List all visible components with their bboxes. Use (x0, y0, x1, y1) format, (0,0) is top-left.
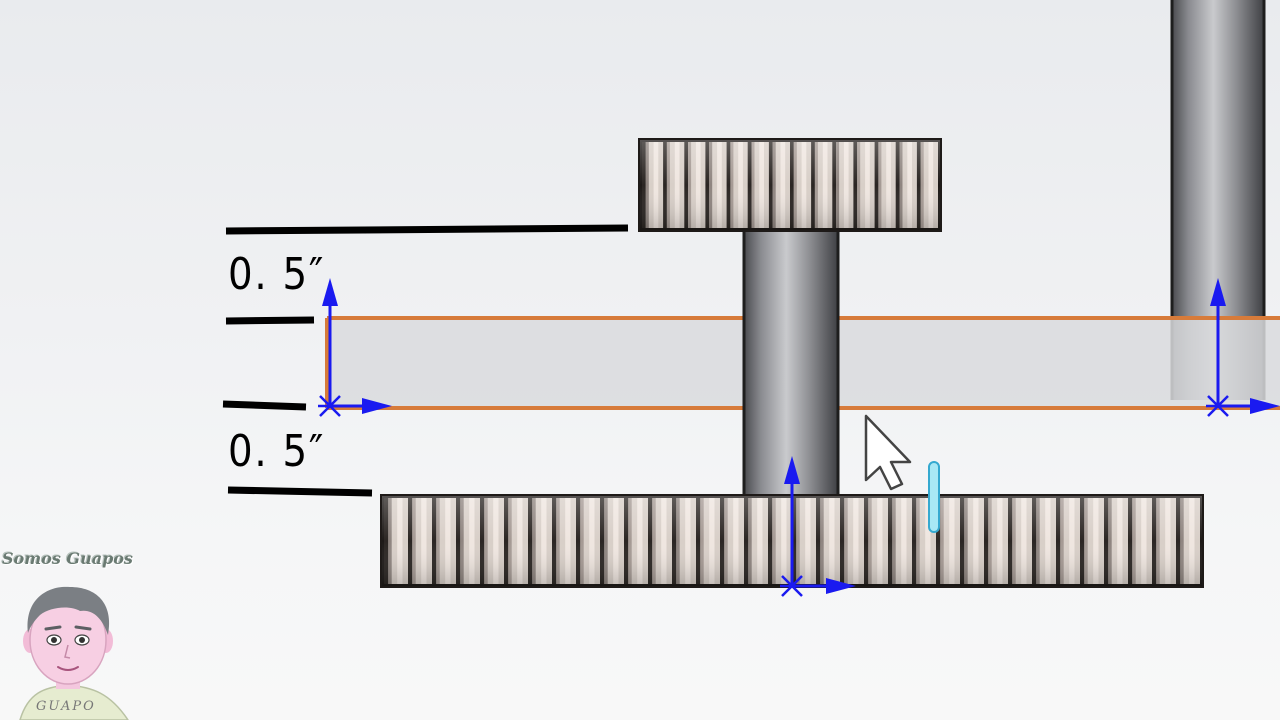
arrow-cursor-icon (864, 414, 912, 491)
dimension-bottom-label[interactable]: 0. 5″ (228, 426, 326, 477)
dimension-top-label[interactable]: 0. 5″ (228, 249, 326, 300)
top-gear[interactable] (638, 138, 942, 232)
triad-right-icon (1206, 278, 1280, 417)
dimension-lines (222, 224, 629, 497)
watermark: Somos Guapos GUAPO (0, 545, 140, 720)
selection-marker (928, 461, 940, 533)
dim-line-gear-bottom (227, 486, 373, 497)
axis-triad-icon (318, 278, 1280, 597)
avatar-face-icon (19, 586, 129, 720)
watermark-signature: GUAPO (36, 699, 96, 714)
dim-line-sketch-bottom (222, 400, 307, 411)
dim-line-gear-top (225, 224, 629, 235)
center-shaft[interactable] (742, 228, 840, 500)
dim-line-sketch-top (225, 316, 315, 325)
triad-left-icon (318, 278, 392, 417)
triad-center-icon (780, 456, 856, 597)
watermark-title: Somos Guapos (2, 549, 133, 568)
